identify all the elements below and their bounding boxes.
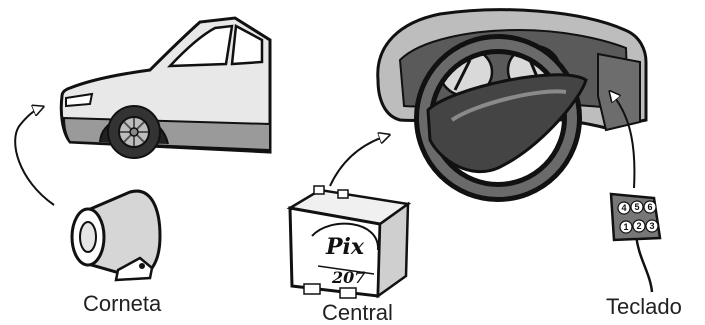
arrow-central-to-wheel (330, 136, 386, 186)
keypad-label: Teclado (606, 296, 682, 318)
keypad-key: 6 (647, 202, 652, 212)
keypad-key: 4 (621, 203, 626, 213)
keypad-key: 1 (623, 222, 628, 232)
horn-label: Corneta (83, 293, 161, 315)
car-illustration (61, 18, 270, 158)
central-brand-text: Pix (325, 234, 365, 260)
arrow-horn-to-car (15, 108, 54, 205)
horn-icon (72, 191, 160, 280)
keypad-key: 3 (649, 221, 654, 231)
keypad-key: 2 (636, 221, 641, 231)
keypad-key: 5 (634, 202, 639, 212)
dashboard-illustration (378, 10, 646, 192)
central-label: Central (322, 302, 393, 324)
central-model-text: 207 (331, 268, 365, 287)
